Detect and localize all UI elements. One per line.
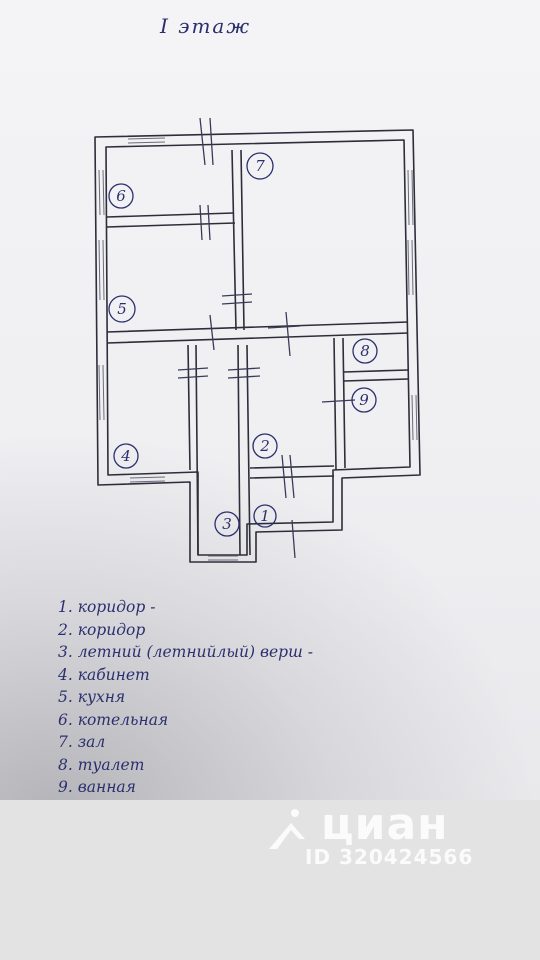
room-circle-2 — [252, 433, 278, 459]
window-bottom-3 — [208, 555, 238, 561]
outer-wall-outer — [94, 129, 421, 563]
wall-left-interior — [231, 149, 245, 331]
legend-item: 3. летний (летнийлый) верш - — [58, 643, 313, 661]
cian-logo-icon — [269, 809, 305, 849]
wall-main-horizontal — [106, 321, 409, 344]
door-main-c — [267, 325, 301, 329]
door-5-7 — [221, 293, 253, 305]
door-corridor-b — [227, 367, 261, 379]
door-main-b — [285, 311, 291, 357]
window-left-2 — [98, 239, 105, 301]
legend-item: 2. коридор — [58, 620, 146, 639]
room-number-4: 4 — [120, 447, 131, 465]
legend-item: 9. ванная — [58, 778, 136, 796]
watermark-id: ID 320424566 — [305, 845, 474, 869]
room-circle-5 — [108, 295, 136, 323]
room-number-6: 6 — [116, 187, 126, 205]
plan-windows — [98, 137, 418, 561]
wall-6-5 — [106, 212, 236, 228]
window-right-1 — [407, 169, 414, 226]
room-circle-7 — [246, 152, 274, 180]
plan-walls — [94, 129, 421, 563]
window-left-3 — [98, 364, 105, 421]
bottom-band — [0, 800, 540, 960]
window-right-2 — [407, 239, 414, 296]
door-9 — [321, 399, 356, 403]
legend-item: 5. кухня — [58, 688, 126, 706]
room-numbers: 6 7 5 8 9 2 4 3 1 — [116, 157, 370, 533]
window-top — [127, 137, 166, 144]
plan-doors — [177, 117, 356, 559]
door-main-a — [209, 314, 215, 351]
legend-item: 4. кабинет — [58, 665, 150, 684]
door-1 — [291, 519, 296, 559]
wall-2-89 — [333, 337, 346, 471]
watermark-brand: циан — [321, 799, 449, 850]
room-circle-4 — [113, 443, 139, 469]
legend-item: 6. котельная — [58, 710, 169, 729]
door-top — [199, 117, 214, 166]
room-number-1: 1 — [260, 507, 270, 525]
wall-corridor-3 — [187, 344, 251, 556]
door-6-5 — [199, 204, 211, 241]
room-circle-3 — [214, 511, 240, 537]
legend-item: 7. зал — [58, 733, 106, 751]
page-title: I этаж — [160, 14, 252, 38]
window-bottom-4 — [129, 476, 166, 483]
room-circle-6 — [108, 183, 134, 209]
room-number-8: 8 — [360, 342, 370, 360]
outer-wall-inner — [105, 139, 411, 556]
room-number-3: 3 — [222, 515, 232, 533]
room-circle-1 — [253, 504, 277, 528]
room-circle-9 — [351, 387, 377, 413]
door-corridor-a — [177, 367, 209, 379]
wall-8-9 — [343, 369, 409, 382]
room-number-7: 7 — [255, 157, 265, 175]
window-left-1 — [98, 169, 105, 216]
window-right-9 — [411, 394, 418, 441]
room-number-9: 9 — [359, 391, 369, 409]
room-number-circles — [108, 152, 378, 537]
room-legend: 1. коридор - 2. коридор 3. летний (летни… — [58, 596, 313, 799]
room-circle-8 — [352, 338, 378, 364]
room-number-2: 2 — [259, 437, 270, 455]
door-2-1 — [281, 454, 295, 499]
legend-item: 8. туалет — [58, 755, 145, 774]
floor-plan: 6 7 5 8 9 2 4 3 1 — [94, 117, 421, 563]
room-number-5: 5 — [117, 300, 127, 318]
legend-item: 1. коридор - — [58, 598, 156, 616]
watermark: циан ID 320424566 — [265, 799, 505, 875]
